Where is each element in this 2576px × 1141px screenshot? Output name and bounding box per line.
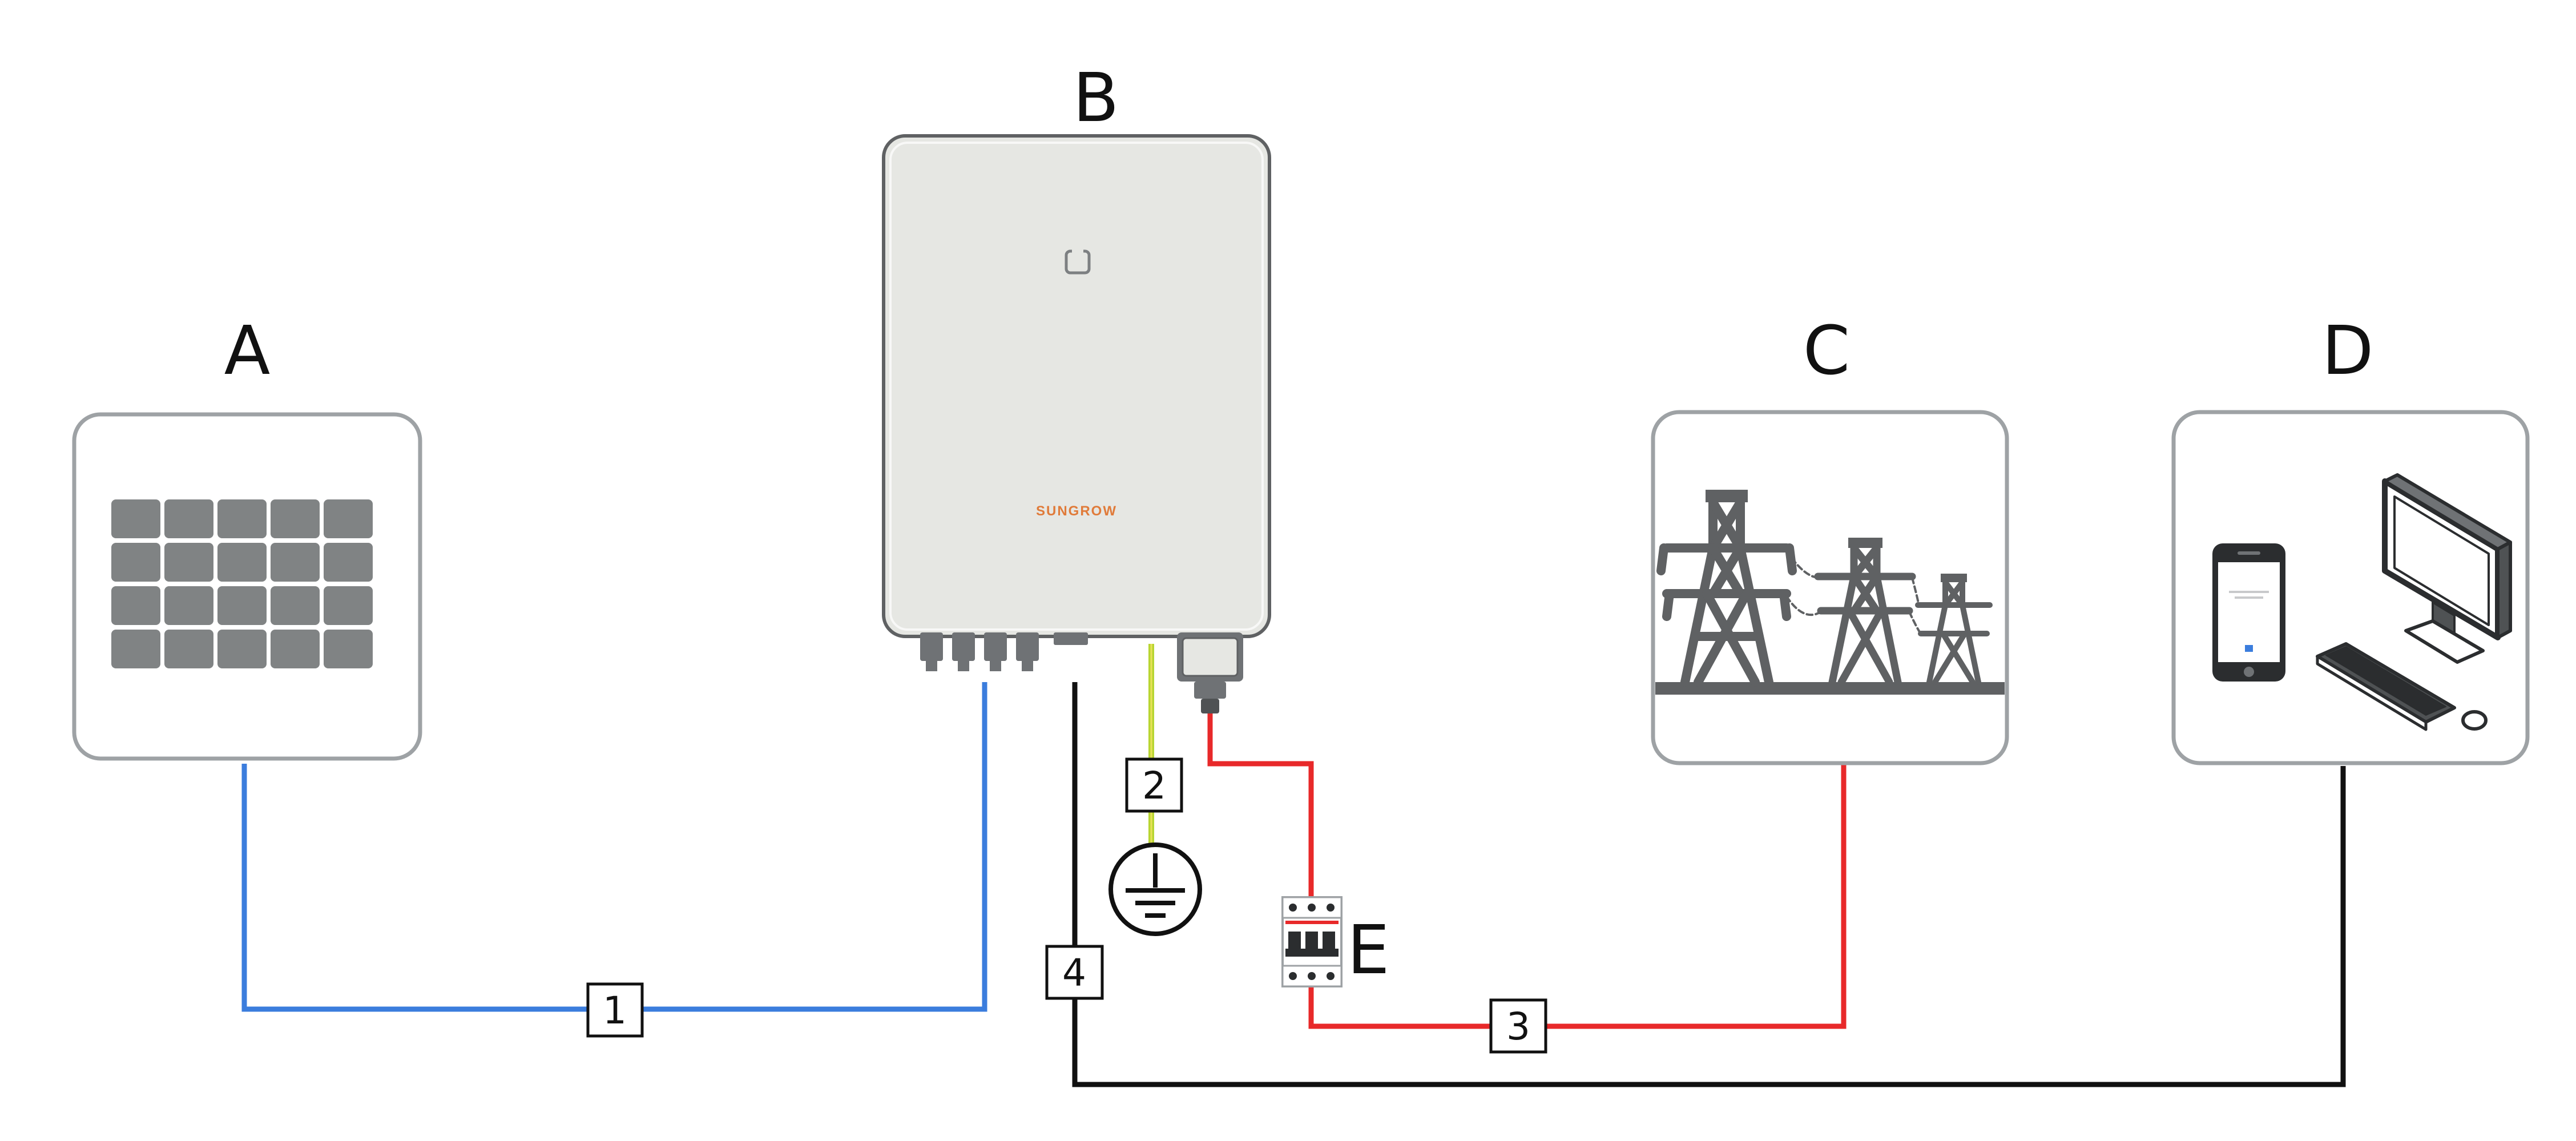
cable-number-2: 2 [1125,757,1183,813]
cable-number-1-label: 1 [603,989,627,1033]
cable-number-2-label: 2 [1142,764,1166,808]
inverter-label: B [1073,58,1119,137]
monitoring-label: D [2322,311,2374,390]
cable-number-1: 1 [586,982,644,1038]
pv-array-label: A [224,311,271,390]
ac-cable-lower [1308,764,1847,1029]
breaker-label: E [1347,910,1390,989]
communication-cable [1072,682,2346,1087]
power-tower-icon [1655,490,2005,695]
ground-symbol-icon [1108,842,1202,936]
ac-cable-upper [1207,713,1314,897]
grid-label: C [1803,311,1850,390]
computer-icon [2316,473,2512,731]
dc-connectors [920,632,1039,671]
communication-port [1054,632,1088,645]
cable-number-3-label: 3 [1506,1005,1530,1049]
smartphone-icon [2212,543,2285,682]
circuit-breaker-icon [1281,896,1343,987]
ac-connector [1177,632,1243,713]
solar-panel-icon [111,499,373,668]
inverter: SUNGROW [882,134,1271,713]
cable-number-3: 3 [1489,998,1547,1054]
cable-number-4-label: 4 [1062,951,1086,995]
cable-number-4: 4 [1045,945,1104,1000]
inverter-brand: SUNGROW [1036,503,1117,519]
